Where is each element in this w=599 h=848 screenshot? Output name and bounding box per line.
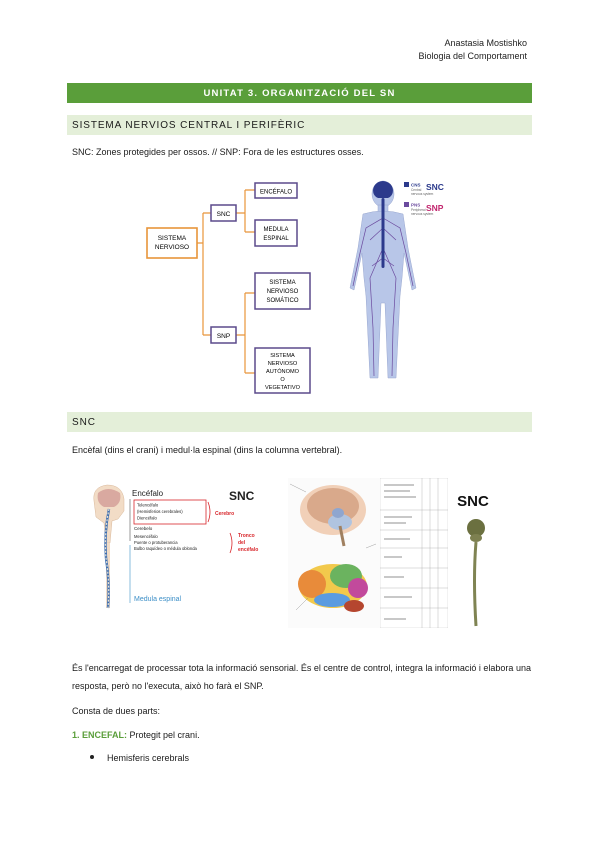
node-autonomo-line1: SISTEMA [270, 353, 295, 359]
medula-espinal-label: Medula espinal [134, 596, 182, 603]
node-root-line2: NERVIOSO [155, 244, 189, 251]
cerebelo-label: Cerebelo [134, 526, 153, 531]
bullet-hemisferis: Hemisferis cerebrals [107, 753, 190, 763]
node-autonomo-line2: NERVIOSO [268, 361, 298, 367]
cerebro-label: Cerebro [215, 511, 234, 517]
brain-section-icon [300, 485, 366, 547]
encefal-description: Protegit pel crani. [129, 730, 200, 740]
group1-line2: (Hemisferios cerebrales) [137, 509, 183, 514]
group1-line1: Telencéfalo [137, 503, 159, 508]
author-name: Anastasia Mostishko [444, 38, 527, 48]
node-sistema-somatico [254, 272, 311, 310]
node-encefalo [254, 182, 298, 199]
spinal-column [104, 508, 111, 609]
legend-snc-label: SNC [426, 182, 444, 192]
node-medula-espinal [254, 219, 298, 247]
spinal-cord-specimen [473, 541, 478, 627]
snc-anatomy-figure: Encéfalo SNC Telencéfalo (Hemisferios ce… [82, 483, 282, 613]
legend-cns-sub2: nervous system [411, 192, 434, 196]
node-snc-label: SNC [217, 211, 231, 218]
node-autonomo-line4: O [280, 377, 285, 383]
snc-function-paragraph: És l'encarregat de processar tota la inf… [72, 663, 531, 691]
node-somatico-line2: NERVIOSO [267, 289, 299, 295]
encefalo-label: Encéfalo [132, 489, 164, 498]
snc-definition: Encèfal (dins el crani) i medul·la espin… [72, 445, 343, 455]
node-snc [210, 204, 237, 222]
legend-cns-code: CNS [411, 183, 421, 188]
section-heading-sistema-nervios: SISTEMA NERVIOS CENTRAL I PERIFÈRIC [67, 115, 532, 135]
section-heading-snc: SNC [67, 412, 532, 432]
node-sistema-nervioso [146, 227, 198, 259]
node-snp [210, 326, 237, 344]
legend-cns-sub1: Central [411, 188, 422, 192]
unit-title-bar: UNITAT 3. ORGANITZACIÓ DEL SN [67, 83, 532, 103]
snc-subdivision-table [380, 478, 448, 628]
snc-figure-title: SNC [229, 489, 255, 503]
node-sistema-autonomo [254, 347, 311, 394]
snc-snp-definition: SNC: Zones protegides per ossos. // SNP:… [72, 147, 364, 157]
node-somatico-line3: SOMÁTICO [266, 297, 298, 304]
tronco-label-1: Tronco [238, 533, 255, 539]
brain-specimen [467, 519, 485, 537]
group2-line2: Puente o protuberancia [134, 540, 178, 545]
node-medula-line2: ESPINAL [263, 236, 289, 242]
encefal-heading: 1. ENCEFAL: Protegit pel crani. [72, 727, 532, 743]
legend-pns-sub1: Peripheral [411, 208, 426, 212]
central-nervous-system [373, 181, 393, 268]
node-medula-line1: MEDULA [263, 227, 288, 233]
encefal-number: 1. ENCEFAL: [72, 730, 128, 740]
document-header: Anastasia Mostishko Biologia del Comport… [418, 37, 527, 62]
brain-illustrations [288, 478, 380, 628]
group2-line3: Bulbo raquídeo o médula oblonda [134, 546, 198, 551]
node-somatico-line1: SISTEMA [269, 280, 295, 286]
course-name: Biologia del Comportament [418, 50, 527, 61]
tronco-label-2: del [238, 540, 246, 546]
legend-pns-sub2: nervous system [411, 212, 434, 216]
group2-line1: Mesencéfalo [134, 534, 158, 539]
node-autonomo-line5: VEGETATIVO [265, 385, 301, 391]
node-encefalo-label: ENCÉFALO [260, 189, 292, 196]
group1-line3: Diencéfalo [137, 516, 157, 521]
human-nervous-system-figure: CNS Central nervous system SNC PNS Perip… [349, 180, 444, 379]
legend-cns-swatch [404, 182, 409, 187]
snc-specimen-photo: SNC [448, 478, 498, 628]
peripheral-nerves [352, 217, 414, 377]
parts-intro: Consta de dues parts: [72, 706, 161, 716]
node-root-line1: SISTEMA [158, 235, 187, 242]
cerebro-box [133, 499, 207, 525]
legend-pns-swatch [404, 202, 409, 207]
node-autonomo-line3: AUTÓNOMO [266, 368, 300, 375]
snc-photo-title: SNC [457, 493, 489, 510]
tronco-label-3: encéfalo [238, 547, 258, 553]
legend-pns-code: PNS [411, 203, 420, 208]
bullet-icon [90, 755, 94, 759]
nervous-system-diagram: SISTEMA NERVIOSO SNC SNP ENCÉFALO MEDULA… [146, 182, 311, 394]
brain-lobes-icon [298, 564, 368, 612]
legend-snp-label: SNP [426, 203, 444, 213]
label-leader-lines [289, 483, 377, 611]
node-snp-label: SNP [217, 333, 230, 340]
